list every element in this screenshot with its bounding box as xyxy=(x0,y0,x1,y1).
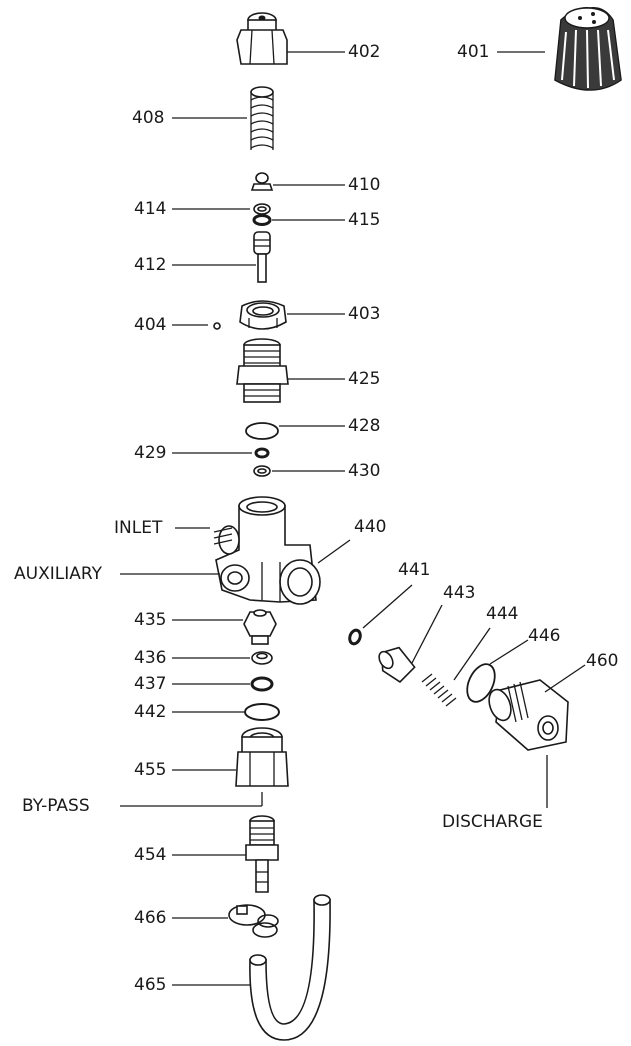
part-414-washer xyxy=(172,203,271,215)
part-442-oring xyxy=(172,703,280,721)
callout-441: 441 xyxy=(398,560,431,580)
part-446-oring xyxy=(466,639,529,703)
part-428-oring xyxy=(245,422,345,440)
part-437-oring xyxy=(172,676,274,692)
callout-435: 435 xyxy=(134,610,167,630)
part-441-oring xyxy=(348,584,413,646)
part-430-washer xyxy=(253,465,345,477)
callout-455: 455 xyxy=(134,760,167,780)
part-412-piston xyxy=(172,231,271,283)
label-bypass: BY-PASS xyxy=(22,796,90,816)
callout-402: 402 xyxy=(348,42,381,62)
label-auxiliary: AUXILIARY xyxy=(14,564,102,584)
callout-460: 460 xyxy=(586,651,619,671)
part-410-poppet xyxy=(250,172,345,191)
callout-414: 414 xyxy=(134,199,167,219)
callout-437: 437 xyxy=(134,674,167,694)
callout-429: 429 xyxy=(134,443,167,463)
label-inlet: INLET xyxy=(114,518,163,538)
callout-410: 410 xyxy=(348,175,381,195)
callout-415: 415 xyxy=(348,210,381,230)
part-404-ball xyxy=(172,322,221,330)
callout-425: 425 xyxy=(348,369,381,389)
part-403-nut xyxy=(239,300,345,330)
callout-403: 403 xyxy=(348,304,381,324)
callout-401: 401 xyxy=(457,42,490,62)
part-440-manifold xyxy=(120,496,351,605)
part-444-spring xyxy=(421,627,491,707)
callout-404: 404 xyxy=(134,315,167,335)
callout-466: 466 xyxy=(134,908,167,928)
callout-442: 442 xyxy=(134,702,167,722)
part-401-knob xyxy=(497,6,622,91)
callout-444: 444 xyxy=(486,604,519,624)
callout-454: 454 xyxy=(134,845,167,865)
callout-430: 430 xyxy=(348,461,381,481)
callout-443: 443 xyxy=(443,583,476,603)
part-454-hose-barb xyxy=(172,815,279,893)
part-436-seal xyxy=(172,651,273,665)
callout-412: 412 xyxy=(134,255,167,275)
part-443-seat xyxy=(378,604,443,683)
part-466-clamp xyxy=(172,904,279,938)
callout-440: 440 xyxy=(354,517,387,537)
callout-428: 428 xyxy=(348,416,381,436)
callout-408: 408 xyxy=(132,108,165,128)
part-435-plug xyxy=(172,609,277,645)
part-455-bypass-fitting xyxy=(120,727,289,807)
part-425-adapter xyxy=(236,338,345,403)
callout-436: 436 xyxy=(134,648,167,668)
part-402-cap-nut xyxy=(236,12,345,65)
part-429-oring xyxy=(172,447,270,459)
callout-446: 446 xyxy=(528,626,561,646)
callout-465: 465 xyxy=(134,975,167,995)
part-408-spring xyxy=(172,86,274,150)
label-discharge: DISCHARGE xyxy=(442,812,543,832)
part-465-hose xyxy=(172,894,331,1041)
part-415-oring xyxy=(252,214,345,226)
part-460-fitting xyxy=(488,664,586,808)
